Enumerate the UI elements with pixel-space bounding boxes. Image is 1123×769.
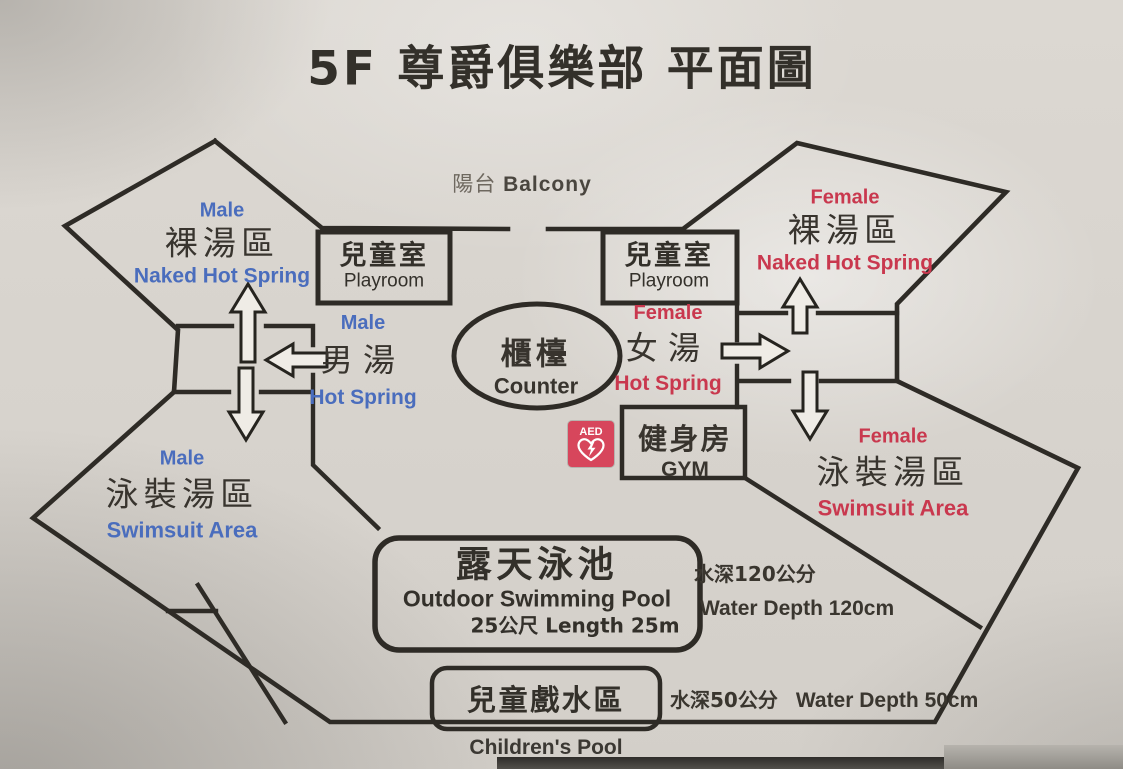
balcony-label-en: Balcony — [503, 173, 592, 196]
area-en-label: Swimsuit Area — [817, 495, 969, 521]
room-zh-label: 兒童室 — [624, 240, 714, 272]
arrow-right-female-icon — [720, 332, 791, 371]
heart-icon — [577, 438, 605, 462]
room-en-label: GYM — [661, 458, 709, 481]
room-zh-label: 健身房 — [638, 422, 732, 456]
photo-table-edge-dark — [497, 757, 944, 769]
depth-en-label: Water Depth 50cm — [795, 689, 979, 712]
arrow-down-male-icon — [226, 366, 266, 443]
area-gender-label: Male — [340, 311, 386, 334]
children-pool-zh-label: 兒童戲水區 — [466, 683, 626, 717]
area-gender-label: Male — [199, 199, 245, 222]
area-zh-label: 男湯 — [320, 340, 406, 379]
area-en-label: Naked Hot Spring — [756, 251, 934, 275]
outdoor-pool-depth: 水深120公分 Water Depth 120cm — [694, 558, 894, 621]
outdoor-pool-label: 露天泳池 Outdoor Swimming Pool 25公尺 Length 2… — [402, 544, 680, 638]
area-female-swimsuit: Female 泳裝湯區 Swimsuit Area — [816, 426, 969, 523]
area-male-hot-spring: Male 男湯 Hot Spring — [309, 312, 416, 410]
room-playroom-left: 兒童室 Playroom — [339, 240, 429, 292]
room-playroom-right: 兒童室 Playroom — [624, 240, 714, 292]
room-en-label: Playroom — [628, 270, 710, 292]
room-gym: 健身房 GYM — [638, 416, 732, 482]
depth-zh-label: 水深50公分 — [670, 688, 778, 712]
children-pool-depth: 水深50公分 Water Depth 50cm — [670, 684, 978, 713]
room-zh-label: 櫃檯 — [500, 336, 572, 373]
depth-zh-label: 水深120公分 — [694, 562, 816, 586]
area-en-label: Naked Hot Spring — [133, 264, 311, 288]
room-en-label: Playroom — [343, 270, 425, 292]
area-zh-label: 女湯 — [625, 328, 711, 367]
area-en-label: Hot Spring — [614, 371, 722, 395]
lightning-icon — [587, 442, 596, 457]
area-male-naked-hot-spring: Male 裸湯區 Naked Hot Spring — [134, 199, 310, 288]
area-gender-label: Female — [633, 301, 703, 324]
area-en-label: Swimsuit Area — [106, 517, 258, 543]
page-title: 5F 尊爵俱樂部 平面圖 — [307, 41, 817, 97]
photo-table-edge-light — [944, 745, 1123, 769]
depth-en-label: Water Depth 120cm — [700, 597, 895, 620]
room-en-label: Counter — [493, 373, 579, 399]
aed-icon: AED — [568, 421, 614, 467]
pool-length-label: 25公尺 Length 25m — [470, 613, 680, 638]
arrow-up-male-icon — [228, 281, 268, 364]
pool-zh-label: 露天泳池 — [455, 544, 619, 586]
area-gender-label: Female — [810, 186, 880, 209]
room-zh-label: 兒童室 — [339, 240, 429, 272]
area-zh-label: 裸湯區 — [787, 210, 903, 250]
area-gender-label: Female — [858, 425, 928, 448]
balcony-label-zh: 陽台 — [452, 172, 497, 196]
area-gender-label: Male — [159, 447, 205, 470]
area-zh-label: 泳裝湯區 — [105, 474, 259, 514]
children-pool-en-label: Children's Pool — [469, 736, 623, 759]
area-male-swimsuit: Male 泳裝湯區 Swimsuit Area — [105, 448, 258, 545]
room-counter: 櫃檯 Counter — [494, 329, 578, 400]
area-female-hot-spring: Female 女湯 Hot Spring — [614, 302, 721, 396]
aed-icon-text: AED — [579, 426, 602, 438]
arrow-up-female-icon — [780, 276, 820, 335]
balcony-label: 陽台 Balcony — [452, 168, 592, 198]
area-zh-label: 泳裝湯區 — [816, 452, 970, 492]
area-en-label: Hot Spring — [309, 385, 417, 409]
area-zh-label: 裸湯區 — [164, 223, 280, 263]
pool-en-label: Outdoor Swimming Pool — [402, 585, 672, 611]
area-female-naked-hot-spring: Female 裸湯區 Naked Hot Spring — [757, 186, 933, 275]
